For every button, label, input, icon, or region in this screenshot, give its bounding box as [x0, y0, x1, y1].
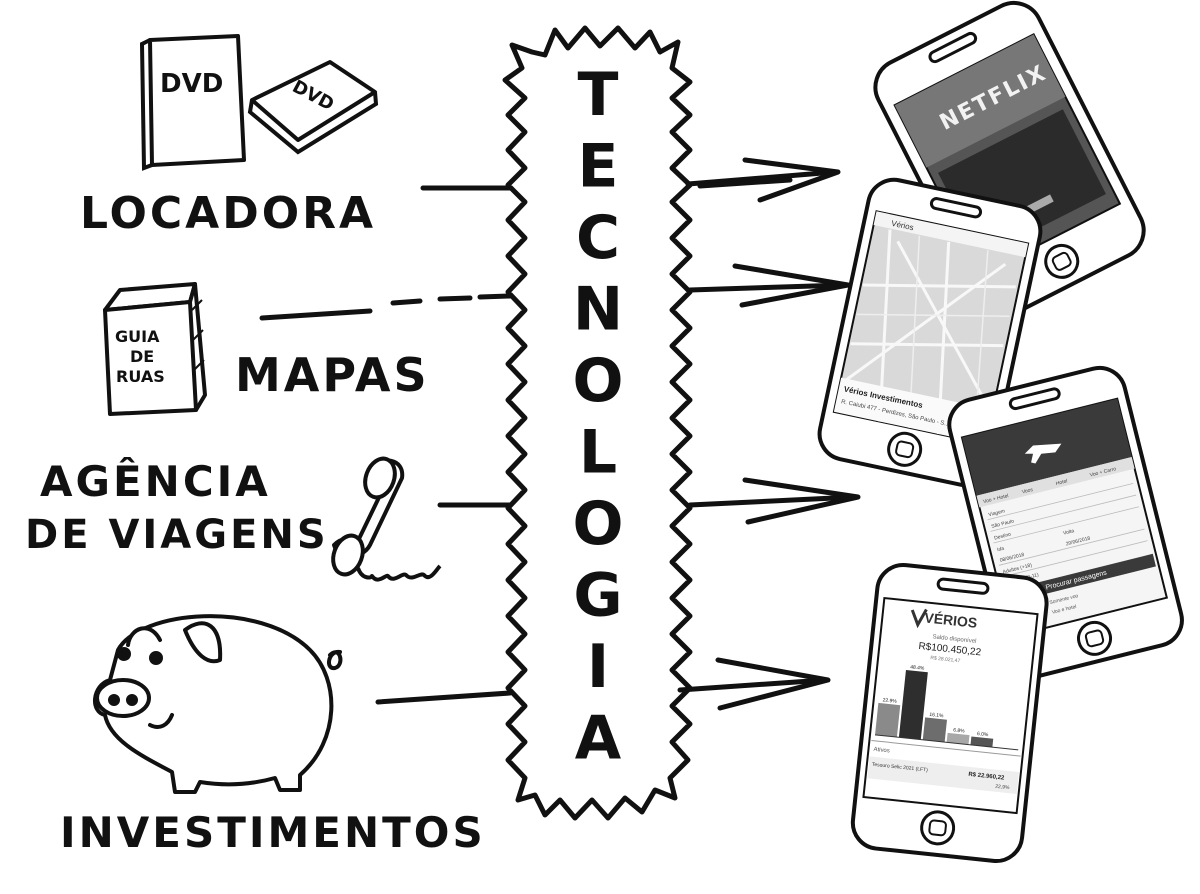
- svg-text:R$ 22.960,22: R$ 22.960,22: [968, 772, 1005, 782]
- guia-de-ruas-book-icon: GUIA DE RUAS: [103, 282, 207, 416]
- locadora-label: LOCADORA: [80, 188, 377, 239]
- investimentos-connector: [375, 690, 513, 705]
- svg-text:20/06/2018: 20/06/2018: [1065, 535, 1091, 547]
- tecnologia-banner: [502, 25, 693, 821]
- tecnologia-letter: O: [572, 489, 623, 559]
- tecnologia-letter: I: [587, 632, 609, 702]
- chart-bar: [898, 669, 928, 740]
- svg-text:22,9%: 22,9%: [995, 784, 1010, 792]
- svg-text:Ativos: Ativos: [873, 747, 890, 755]
- mapas-label: MAPAS: [235, 348, 430, 402]
- mapas-dashed-connector: [259, 293, 513, 321]
- agencia-label-line2: DE VIAGENS: [25, 512, 329, 558]
- chart-bar: [875, 702, 901, 738]
- arrow-travel: [687, 477, 861, 525]
- svg-text:Volta: Volta: [1063, 528, 1075, 537]
- svg-text:Viagem: Viagem: [988, 508, 1006, 518]
- chart-bar: [970, 736, 994, 748]
- phone-travel: Voo + Hotel Voos Hotel Voo + Carro Viage…: [947, 365, 1184, 679]
- svg-text:Saldo disponível: Saldo disponível: [932, 634, 976, 645]
- svg-text:São Paulo: São Paulo: [991, 518, 1015, 529]
- svg-text:DVD: DVD: [160, 69, 223, 99]
- svg-text:RUAS: RUAS: [116, 367, 165, 386]
- tecnologia-letter: T: [578, 60, 619, 130]
- phone-invest: VÉRIOS Saldo disponível R$100.450,22 R$ …: [850, 562, 1049, 864]
- svg-text:Destino: Destino: [994, 532, 1012, 542]
- dvd-case-front: DVD: [139, 34, 246, 171]
- chart-data-label: 6.0%: [977, 731, 990, 738]
- allocation-bar-chart: 22.9% 48.4% 16.1% 6.8% 6.0%: [874, 664, 1019, 751]
- chart-data-label: 48.4%: [910, 664, 925, 672]
- svg-text:DE: DE: [130, 347, 154, 366]
- arrow-netflix: [685, 157, 841, 203]
- chart-data-label: 16.1%: [929, 712, 944, 720]
- svg-text:Hotel: Hotel: [1055, 478, 1068, 487]
- tecnologia-letter: C: [576, 203, 620, 273]
- arrow-maps: [687, 263, 851, 308]
- svg-text:Ida: Ida: [997, 546, 1005, 554]
- chart-data-label: 22.9%: [882, 697, 897, 705]
- tecnologia-letter: E: [578, 132, 619, 202]
- chart-baseline: [874, 734, 1019, 751]
- chart-bar: [946, 732, 970, 745]
- agencia-label-line1: AGÊNCIA: [40, 457, 271, 506]
- svg-text:Voo e hotel: Voo e hotel: [1051, 604, 1077, 616]
- arrow-invest: [677, 657, 831, 711]
- svg-text:Tesouro Selic 2021 (LFT): Tesouro Selic 2021 (LFT): [872, 762, 929, 774]
- chart-data-label: 6.8%: [953, 727, 966, 734]
- svg-text:Voos: Voos: [1021, 487, 1034, 496]
- verios-logo: VÉRIOS: [924, 609, 978, 630]
- svg-text:R$ 28.021,47: R$ 28.021,47: [930, 655, 961, 664]
- tecnologia-letter: N: [573, 275, 623, 345]
- tecnologia-letter: O: [572, 346, 623, 416]
- investimentos-label: INVESTIMENTOS: [60, 808, 486, 857]
- piggy-bank-icon: [93, 614, 343, 794]
- svg-text:GUIA: GUIA: [115, 327, 160, 346]
- dvd-case-back: DVD: [247, 60, 379, 155]
- tecnologia-letter: G: [573, 561, 622, 631]
- svg-text:08/06/2018: 08/06/2018: [999, 552, 1025, 564]
- telephone-handset-icon: [331, 456, 442, 582]
- tecnologia-letter: L: [579, 418, 617, 488]
- chart-bar: [922, 717, 947, 743]
- tecnologia-letter: A: [575, 704, 622, 774]
